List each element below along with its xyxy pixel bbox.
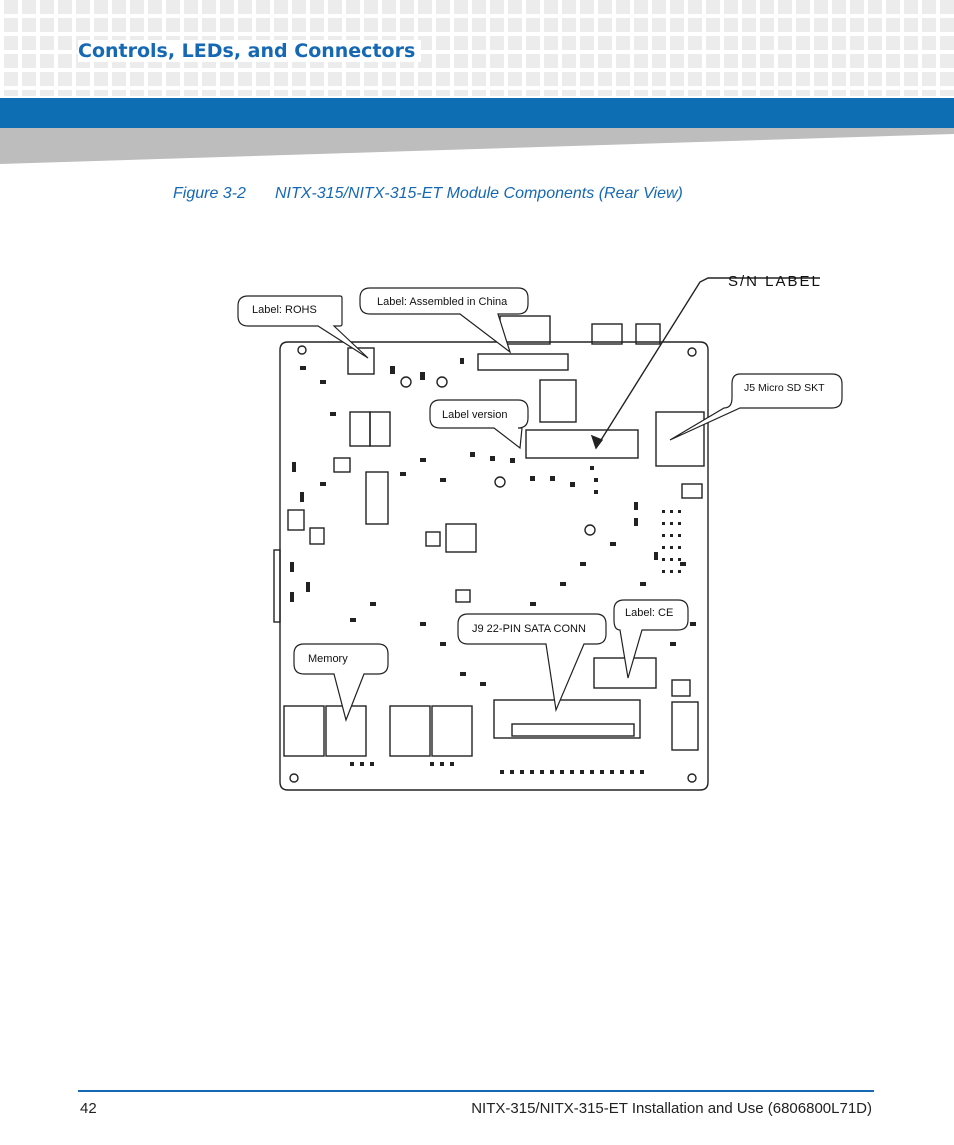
callout-version-bubble [429, 399, 529, 450]
callout-assembled-bubble [359, 287, 529, 354]
callout-rohs: Label: ROHS [252, 304, 317, 316]
header-blue-bar [0, 98, 954, 128]
figure-caption-text: NITX-315/NITX-315-ET Module Components (… [275, 185, 683, 202]
footer-doc-title: NITX-315/NITX-315-ET Installation and Us… [471, 1100, 872, 1117]
header-gray-wedge [0, 128, 954, 164]
footer-rule [78, 1090, 874, 1092]
page-number: 42 [80, 1100, 97, 1117]
callout-sata-bubble [457, 613, 607, 713]
callout-assembled: Label: Assembled in China [377, 296, 508, 308]
figure-number: Figure 3-2 [173, 185, 246, 202]
header-pattern [0, 0, 954, 96]
figure-caption: Figure 3-2 NITX-315/NITX-315-ET Module Co… [173, 185, 683, 203]
board-diagram: Label: ROHS Label: Assembled in China S/… [237, 273, 843, 791]
callout-ce-bubble [613, 599, 689, 679]
callout-ce: Label: CE [625, 607, 673, 619]
callout-microsd-bubble [669, 373, 843, 441]
callout-memory-bubble [293, 643, 389, 722]
callout-microsd: J5 Micro SD SKT [744, 382, 825, 394]
section-title: Controls, LEDs, and Connectors [78, 40, 422, 62]
board-edge-connector [273, 549, 281, 623]
callout-sata: J9 22-PIN SATA CONN [472, 623, 586, 635]
callout-label-version: Label version [442, 409, 507, 421]
callout-memory: Memory [308, 653, 348, 665]
callout-sn-label: S/N LABEL [728, 273, 822, 290]
board-outline [279, 341, 709, 791]
callout-rohs-bubble [237, 295, 369, 359]
sn-label-leader [590, 277, 820, 450]
